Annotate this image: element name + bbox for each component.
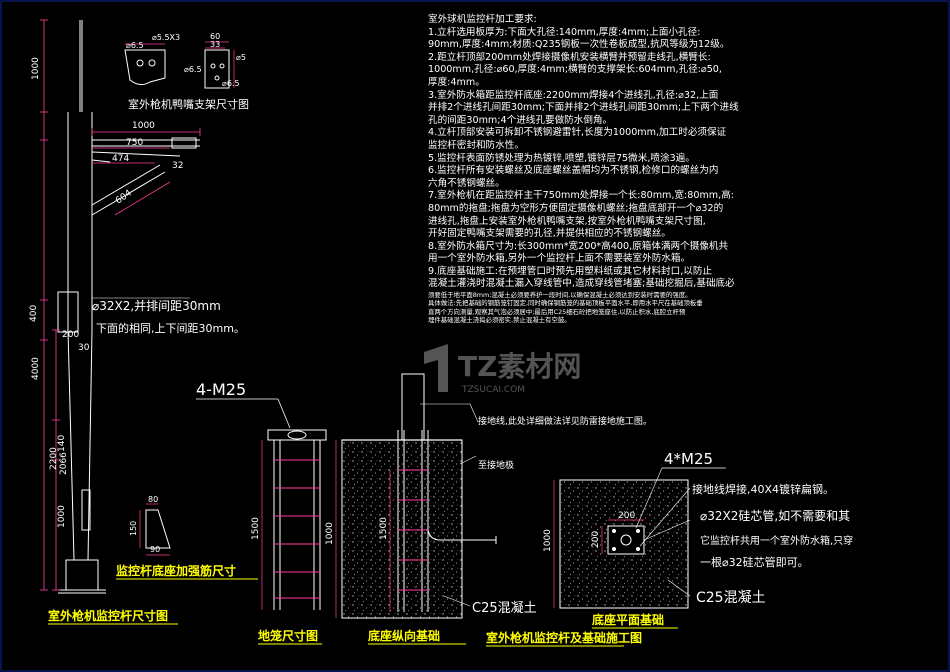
plan-note-3: 它监控杆共用一个室外防水箱,只穿 (700, 534, 853, 547)
spec-line: 4.立杆顶部安装可拆卸不锈钢避雷针,长度为1000mm,加工时必须保证 (428, 127, 727, 139)
section-caption: 底座纵向基础 (368, 628, 440, 643)
spec-line: 混凝土灌浇时混凝土漏入穿线管中,造成穿线管堵塞;基础挖掘后,基础底必 (428, 278, 735, 290)
rib-caption: 监控杆底座加强筋尺寸 (116, 563, 236, 578)
rib-dim-80: 80 (148, 495, 158, 504)
dim-rod-1000: 1000 (31, 57, 41, 80)
pole-note-spacing: 下面的相同,上下间距30mm。 (96, 321, 245, 335)
bracket-caption: 室外枪机鸭嘴支架尺寸图 (128, 97, 249, 111)
plan-note-1: 接地线焊接,40X4镀锌扁钢。 (692, 482, 834, 496)
dim-arm-32: 32 (172, 161, 183, 171)
spec-small-line: 具体做法:先把基础的钢筋笼钉固定,同时确保钢筋笼的基础顶板平面水平,即用水平尺在… (428, 299, 703, 308)
spec-line: 5.监控杆表面防锈处理为热镀锌,喷塑,镀锌层75微米,喷涂3遍。 (428, 152, 695, 164)
dim-arm-1000: 1000 (132, 121, 155, 131)
foundation-plan: 200 200 1000 4*M25 接地线焊接,40X4镀锌扁钢。 ⌀32X2… (543, 450, 853, 629)
plan-dim-200-h: 200 (618, 511, 635, 521)
pole-note-holes: ⌀32X2,并排间距30mm (92, 299, 221, 313)
footer-caption: 室外枪机监控杆及基础施工图 (486, 630, 642, 645)
pole-elevation (57, 20, 200, 594)
spec-line: 90mm,厚度:4mm;材质:Q235钢板一次性卷板成型,抗风等级为12级。 (428, 39, 730, 51)
plan-note-2: ⌀32X2硅芯管,如不需要和其 (700, 508, 850, 523)
spec-line: 9.底座基础施工:在预埋管口时预先用塑料纸或其它材料封口,以防止 (428, 265, 713, 277)
spec-line: 6.监控杆所有安装螺丝及底座螺丝盖帽均为不锈钢,检修口的螺丝为内 (428, 165, 719, 177)
spec-line: 六角不锈钢螺丝。 (428, 177, 505, 189)
dim-box-30: 30 (78, 343, 90, 353)
rib-dim-150: 150 (129, 521, 138, 536)
plan-dim-1000: 1000 (543, 529, 553, 552)
bracket-dim-1: ⌀6.5 (126, 41, 144, 50)
bracket-dim-2: 60 (210, 32, 220, 41)
spec-line: 监控杆密封和防水性。 (428, 139, 524, 151)
spec-line: 1000mm,孔径:⌀60,厚度:4mm;横臂的支撑架长:604mm,孔径:⌀5… (428, 64, 722, 76)
watermark-text: TZ素材网 (458, 350, 581, 383)
watermark: TZ素材网 TZSUCAI.COM (424, 344, 581, 395)
dim-pole-140: 140 (57, 435, 67, 452)
watermark-sub: TZSUCAI.COM (461, 385, 525, 395)
plan-label: 4*M25 (664, 450, 713, 468)
section-note-ground: 接地线,此处详细做法详见防雷接地施工图。 (478, 415, 652, 427)
section-note-to-ground: 至接地极 (478, 459, 514, 471)
spec-small-line: 直两个方向测量,观察其气泡必须居中;最后用C25细石砼把地笼座住,以防止积水,底… (428, 307, 686, 316)
section-dim-1500: 1500 (379, 517, 389, 540)
spec-line: 2.距立杆顶部200mm处焊接摄像机安装横臂并预留走线孔,横臂长: (428, 51, 711, 63)
dim-pole-4000: 4000 (31, 357, 41, 380)
spec-line: 用一个室外防水箱,另外一个监控杆上面不需要装室外防水箱。 (428, 253, 691, 265)
bracket-dim-4: ⌀5 (236, 53, 246, 62)
dim-pole-1000: 1000 (57, 505, 67, 528)
section-dim-1000: 1000 (325, 522, 335, 545)
dim-arm-750: 750 (126, 138, 143, 148)
spec-line: 进线孔,拖盘上安装室外枪机鸭嘴支架,按室外枪机鸭嘴支架尺寸图, (428, 215, 706, 227)
bracket-dim-5: ⌀6.5 (184, 65, 202, 74)
plan-note-4: 一根⌀32硅芯管即可。 (700, 555, 809, 569)
dim-box-200: 200 (62, 330, 79, 340)
pole-dimensions (40, 19, 201, 591)
spec-line: 80mm的拖盘;拖盘为空形方便固定摄像机螺丝;拖盘底部开一个⌀32的 (428, 202, 724, 214)
spec-line: 1.立杆选用板厚为:下面大孔径:140mm,厚度:4mm;上面小孔径: (428, 26, 701, 38)
dim-pole-2066: 2066 (59, 452, 69, 475)
plan-caption: 底座平面基础 (592, 612, 664, 627)
section-concrete-label: C25混凝土 (472, 600, 537, 616)
rib-detail: 80 150 90 监控杆底座加强筋尺寸 (116, 495, 258, 580)
pole-caption: 室外枪机监控杆尺寸图 (48, 608, 168, 623)
spec-line: 8.室外防水箱尺寸为:长300mm*宽200*高400,原箱体满两个摄像机共 (428, 240, 729, 252)
spec-line: 孔的间距30mm;4个进线孔要做防水倒角。 (428, 114, 613, 126)
cage-dim-1500: 1500 (251, 517, 261, 540)
dim-pole-2200: 2200 (49, 447, 59, 470)
anchor-cage: 4-M25 1500 地笼尺寸图 (196, 380, 327, 645)
spec-line: 并排2个进线孔间距30mm;下面并排2个进线孔间距30mm;上下两个进线 (428, 102, 739, 114)
plan-concrete-label: C25混凝土 (696, 590, 766, 606)
dim-box-400: 400 (29, 305, 39, 322)
bracket-dim-0: ⌀5.5X3 (152, 33, 180, 42)
dim-arm-474: 474 (112, 154, 129, 164)
spec-line: 厚度:4mm。 (428, 76, 485, 88)
watermark-logo-icon (424, 344, 448, 392)
cage-caption: 地笼尺寸图 (258, 628, 318, 643)
bracket-dim-3: 33 (210, 40, 220, 49)
pole-notes: ⌀32X2,并排间距30mm 下面的相同,上下间距30mm。 室外枪机监控杆尺寸… (48, 297, 245, 625)
spec-line: 3.室外防水箱距监控杆底座:2200mm焊接4个进线孔,孔径:⌀32,上面 (428, 89, 719, 101)
spec-notes: 室外球机监控杆加工要求: 1.立杆选用板厚为:下面大孔径:140mm,厚度:4m… (428, 14, 848, 325)
bracket-detail: ⌀5.5X3 ⌀6.5 60 33 ⌀5 ⌀6.5 ⌀6.5 室外枪机鸭嘴支架尺… (124, 32, 249, 111)
cage-label: 4-M25 (196, 380, 246, 399)
spec-small-line: 须要低于地平面8mm;混凝土必须要养护一段时间,以确保混凝土必须达到安装时需要的… (428, 291, 692, 300)
rib-dim-90: 90 (150, 545, 160, 554)
spec-title: 室外球机监控杆加工要求: (428, 14, 537, 25)
bracket-dim-6: ⌀6.5 (222, 79, 240, 88)
spec-line: 开好固定鸭嘴支架需要的孔径,并提供相应的不锈钢螺丝。 (428, 228, 671, 240)
dim-support-604: 604 (114, 188, 134, 206)
plan-dim-200-v: 200 (591, 531, 601, 548)
spec-small-line: 埋件基础混凝土浇捣必须密实,禁止混凝土有空鼓。 (428, 316, 571, 325)
spec-line: 7.室外枪机在距监控杆主干750mm处焊接一个长:80mm,宽:80mm,高: (428, 190, 735, 202)
pole-dimension-texts: 1000 1000 750 474 32 604 200 400 4000 14… (29, 57, 183, 528)
foundation-section: 1000 1500 接地线,此处详细做法详见防雷接地施工图。 至接地极 C25混… (325, 373, 652, 645)
